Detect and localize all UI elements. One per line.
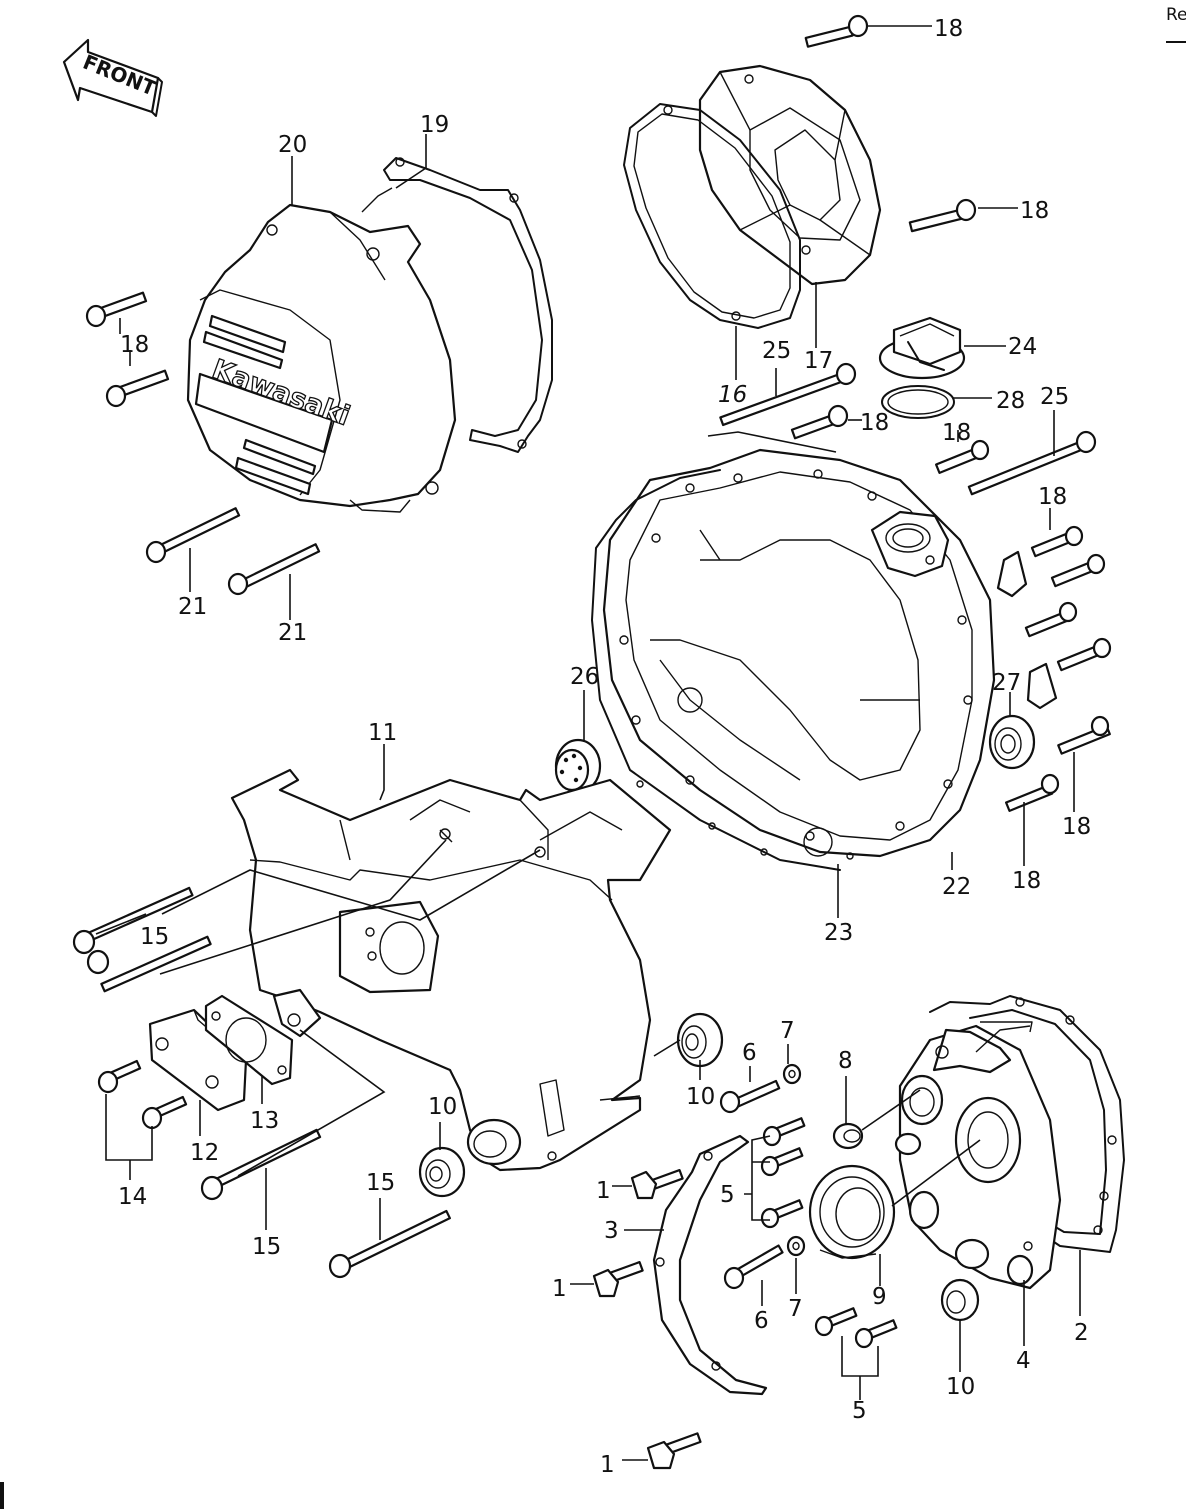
callout-18-mid: 18: [860, 410, 889, 436]
part-9-oil-seal: [808, 1164, 896, 1260]
callout-24: 24: [1008, 334, 1037, 360]
callout-18-lower-right: 18: [1062, 814, 1091, 840]
callout-6-b: 6: [754, 1308, 769, 1334]
callout-3: 3: [604, 1218, 619, 1244]
callout-28: 28: [996, 388, 1025, 414]
leader-lines: [95, 25, 1081, 1461]
part-2-gasket: [929, 995, 1125, 1253]
bolt-18-f-icon: [935, 439, 990, 474]
front-arrow-icon: FRONT: [62, 38, 163, 117]
callout-16: 16: [718, 382, 747, 408]
screw-14-icon: [97, 1059, 188, 1130]
part-10-seal-c: [940, 1278, 980, 1322]
callout-21-a: 21: [178, 594, 207, 620]
callout-4: 4: [1016, 1348, 1031, 1374]
bolt-21-b-icon: [227, 543, 321, 596]
callout-1-c: 1: [600, 1452, 615, 1478]
callout-26: 26: [570, 664, 599, 690]
part-20-generator-cover: Kawasaki: [186, 203, 457, 513]
callout-25-b: 25: [1040, 384, 1069, 410]
part-26-plug: [554, 738, 602, 794]
bolt-18-left-lower-icon: [105, 369, 170, 408]
callout-23: 23: [824, 920, 853, 946]
callout-18-side: 18: [1038, 484, 1067, 510]
bolt-25-a-icon: [719, 362, 857, 427]
bolt-15-b-icon: [86, 935, 212, 993]
callout-7-b: 7: [788, 1296, 803, 1322]
callout-5-a: 5: [720, 1182, 735, 1208]
part-19-gasket: [361, 157, 553, 453]
bolt-1-icon: [592, 1168, 702, 1470]
callout-9: 9: [872, 1284, 887, 1310]
bolt-25-b-icon: [967, 430, 1097, 496]
part-17-clutch-inner-cover: [698, 64, 882, 286]
callout-25-a: 25: [762, 338, 791, 364]
cable-clamp-icon: [996, 550, 1058, 710]
callout-10-c: 10: [946, 1374, 975, 1400]
part-3-bracket: [652, 1134, 768, 1396]
callout-1-b: 1: [552, 1276, 567, 1302]
bolt-6-a-icon: [719, 1079, 781, 1114]
bolt-18-top-icon: [804, 14, 869, 48]
part-22-clutch-cover: [602, 448, 996, 858]
bolt-18-left-upper-icon: [85, 291, 148, 328]
callout-10-b: 10: [686, 1084, 715, 1110]
callout-18-left: 18: [120, 332, 149, 358]
bolt-18-right-icon: [908, 198, 977, 233]
callout-19: 19: [420, 112, 449, 138]
edge-mark: [0, 1482, 4, 1509]
callout-8: 8: [838, 1048, 853, 1074]
bolt-6-b-icon: [723, 1244, 784, 1290]
part-8-spacer: [832, 1122, 864, 1150]
callout-17: 17: [804, 348, 833, 374]
callout-1-a: 1: [596, 1178, 611, 1204]
callout-15-c: 15: [366, 1170, 395, 1196]
bolt-15-c-icon: [200, 1128, 322, 1201]
part-4-cover: [894, 1021, 1062, 1290]
callout-labels: 18 18 18 18 18 18 18 18 19 20 21 21 16 1…: [118, 16, 1091, 1478]
bolts: [72, 14, 1112, 1470]
part-13-gasket: [204, 994, 294, 1086]
callout-2: 2: [1074, 1320, 1089, 1346]
callout-7-a: 7: [780, 1018, 795, 1044]
chain-cover-tab: [272, 988, 322, 1038]
callout-14: 14: [118, 1184, 147, 1210]
callout-6-a: 6: [742, 1040, 757, 1066]
callout-10-a: 10: [428, 1094, 457, 1120]
callout-5-b: 5: [852, 1398, 867, 1424]
part-10-seal-b: [418, 1146, 466, 1198]
part-16-gasket: [623, 103, 801, 329]
callout-18-top: 18: [934, 16, 963, 42]
edge-text: Re: [1166, 5, 1186, 25]
callout-22: 22: [942, 874, 971, 900]
bolt-15-a-icon: [72, 886, 194, 955]
callout-21-b: 21: [278, 620, 307, 646]
part-10-seal-a: [676, 1012, 724, 1068]
callout-20: 20: [278, 132, 307, 158]
callout-15-b: 15: [252, 1234, 281, 1260]
bolt-21-a-icon: [145, 507, 241, 564]
part-11-chain-cover: [230, 768, 672, 1172]
part-24-oil-filler-cap: [878, 316, 966, 380]
callout-18-lower: 18: [1012, 868, 1041, 894]
part-7-washer: [782, 1063, 806, 1257]
screw-5-icon: [760, 1117, 898, 1349]
callout-15-a: 15: [140, 924, 169, 950]
callout-12: 12: [190, 1140, 219, 1166]
bolt-18-g-icon: [1005, 525, 1112, 812]
bolt-18-mid-icon: [790, 404, 849, 440]
callout-18-cap: 18: [942, 420, 971, 446]
part-28-o-ring: [881, 385, 955, 419]
part-27-seal: [988, 714, 1036, 770]
callout-18-right: 18: [1020, 198, 1049, 224]
callout-11: 11: [368, 720, 397, 746]
bolt-15-d-icon: [328, 1209, 451, 1279]
callout-13: 13: [250, 1108, 279, 1134]
callout-27: 27: [992, 670, 1021, 696]
part-23-gasket: [591, 469, 854, 871]
